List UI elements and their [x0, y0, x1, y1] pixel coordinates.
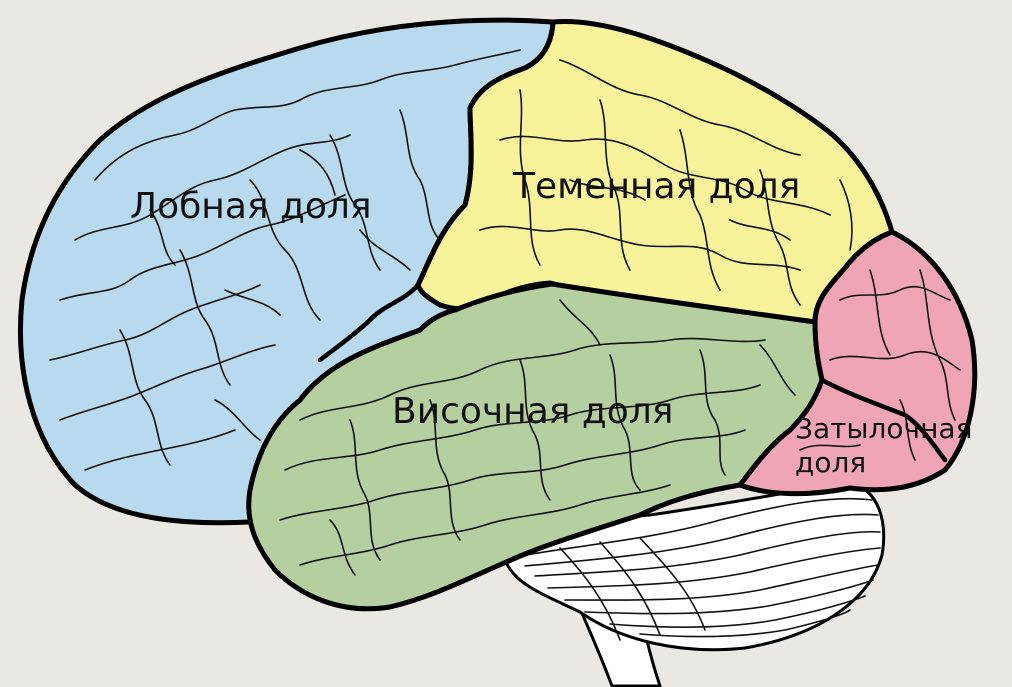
occipital-lobe-label-line1: Затылочная	[795, 412, 972, 445]
frontal-lobe-label: Лобная доля	[130, 186, 372, 227]
parietal-lobe-label: Теменная доля	[512, 166, 800, 207]
occipital-lobe-label-line2: доля	[795, 446, 866, 479]
temporal-lobe-label: Височная доля	[392, 391, 673, 432]
